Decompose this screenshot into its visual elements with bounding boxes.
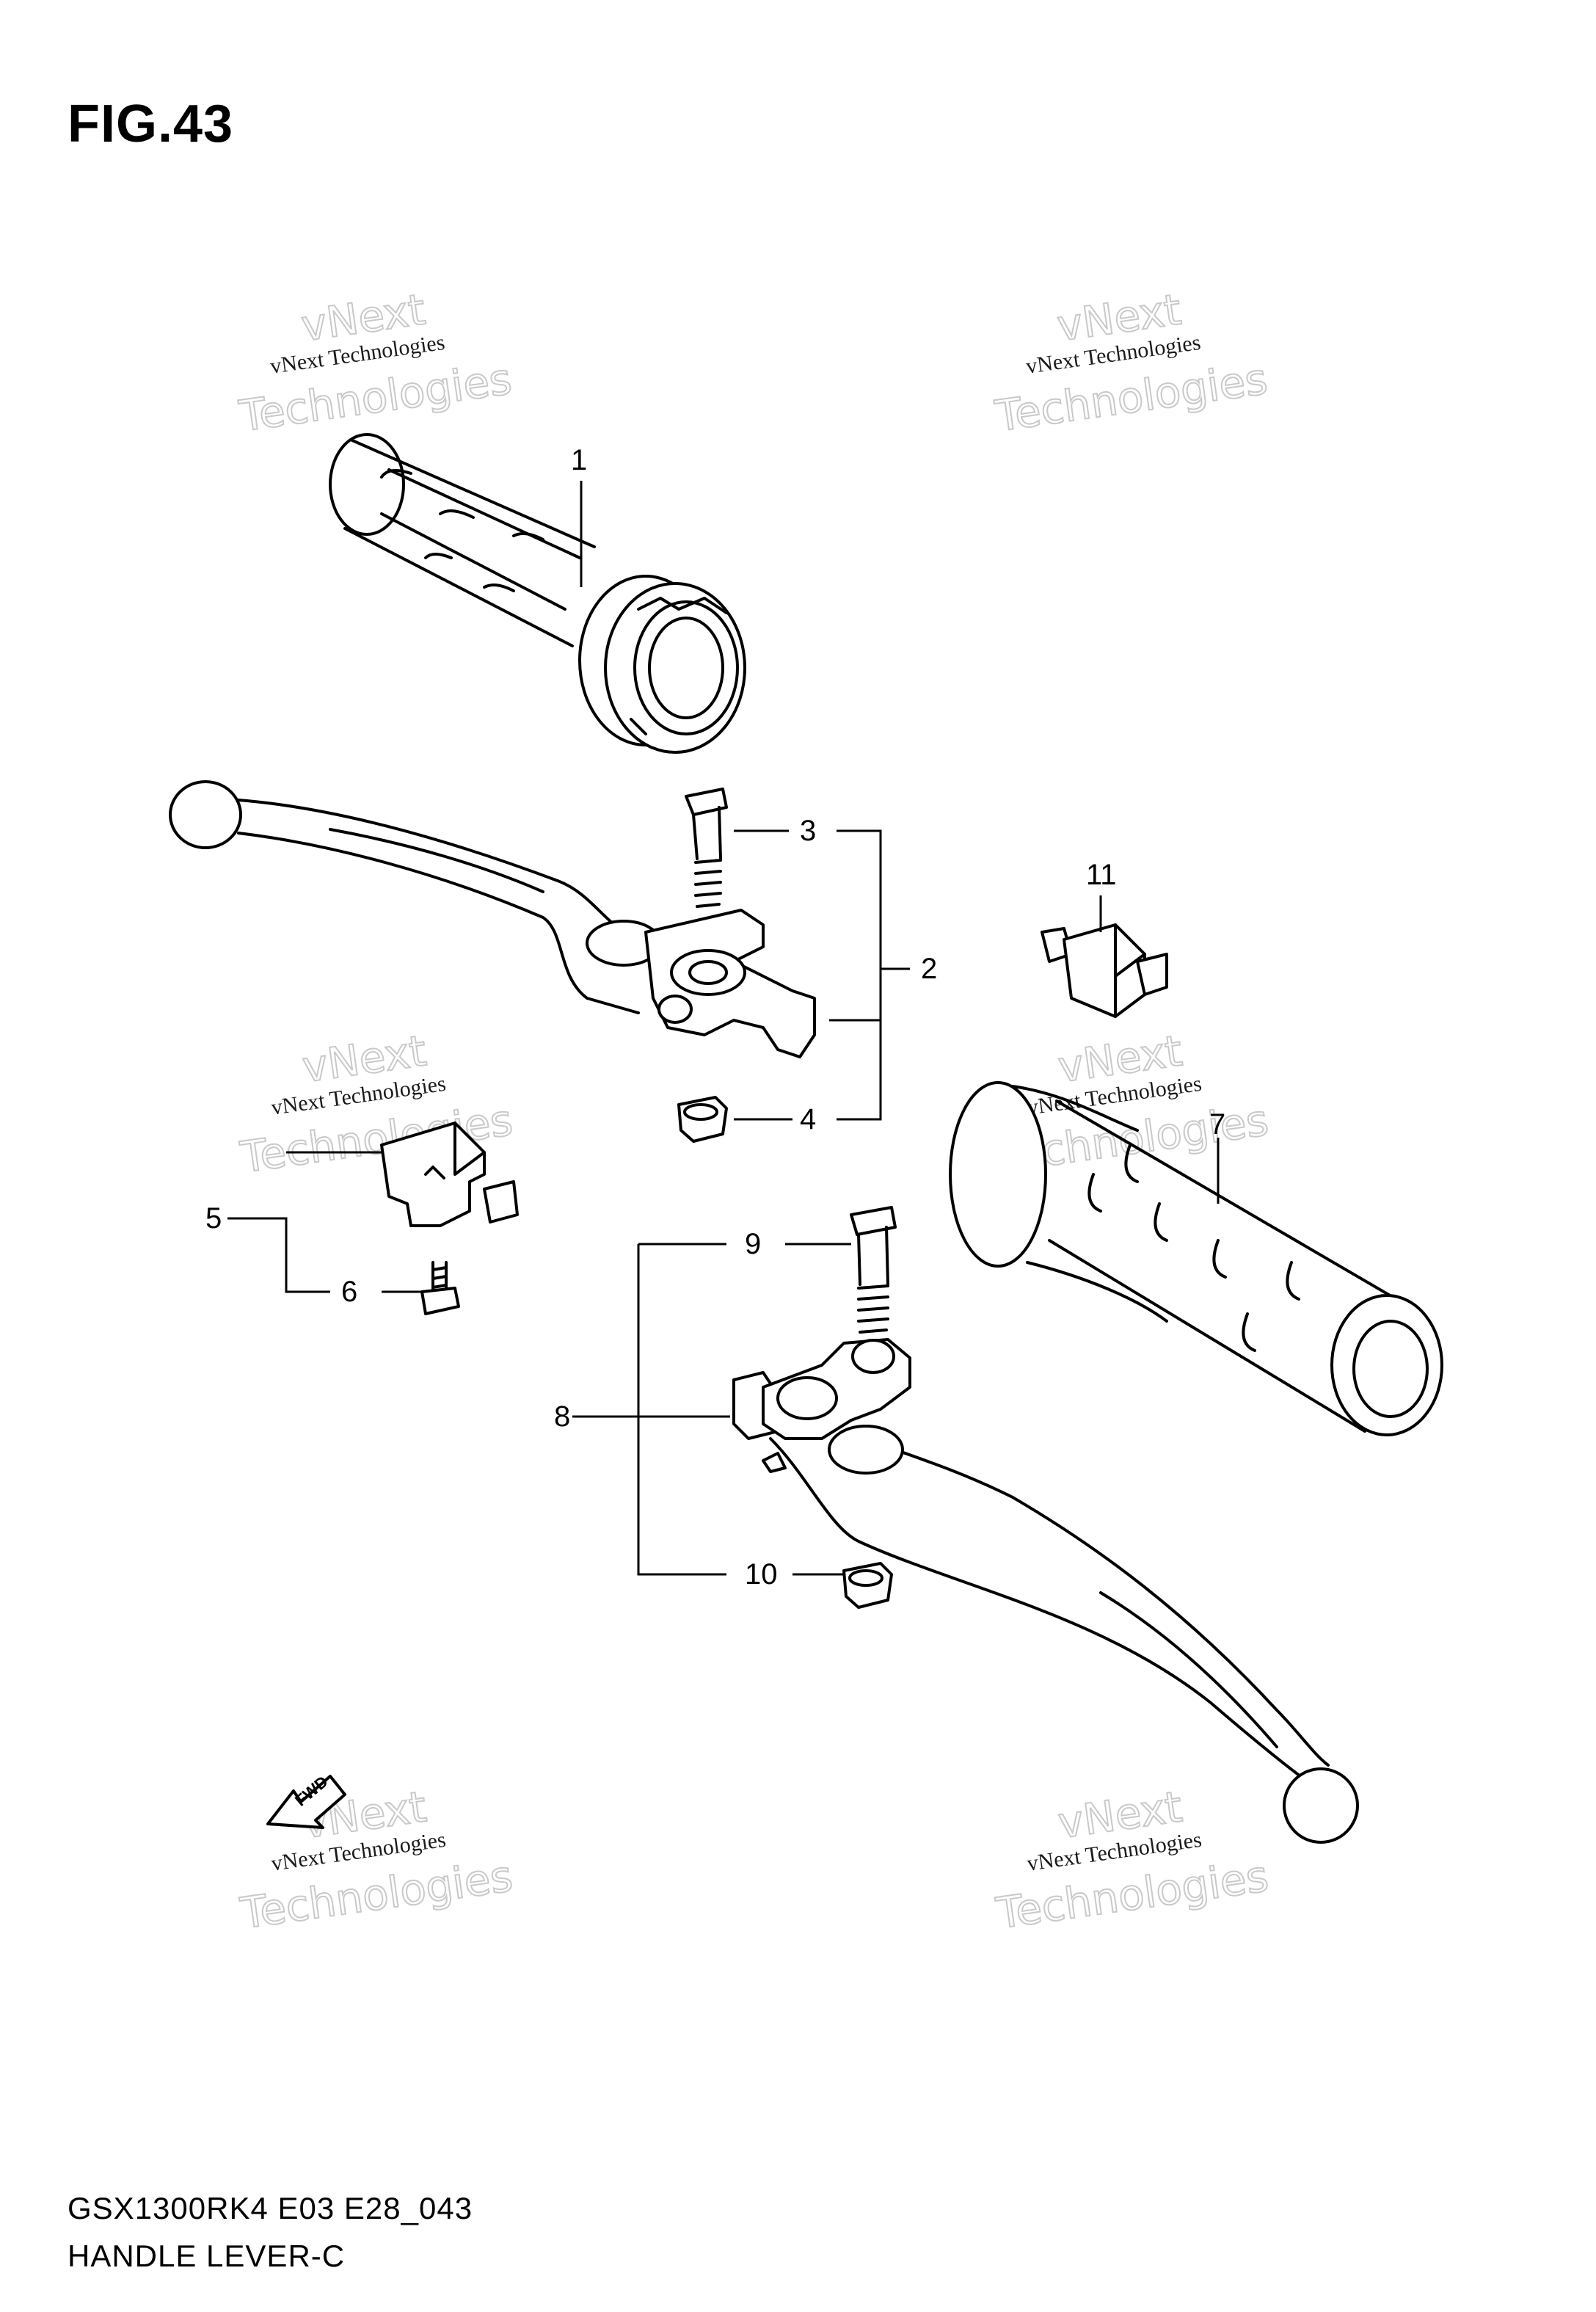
part-1-left-grip <box>329 433 746 754</box>
callout-8: 8 <box>554 1400 570 1433</box>
part-3-pivot-bolt <box>685 788 728 908</box>
fwd-arrow-icon: FWD <box>266 1772 346 1829</box>
callout-10: 10 <box>745 1558 778 1591</box>
watermark-bottom-left: vNext vNext Technologies Technologies <box>236 1781 516 1939</box>
watermark-top-right: vNext vNext Technologies Technologies <box>991 283 1271 442</box>
part-2-brake-lever <box>169 780 816 1058</box>
model-code: GSX1300RK4 E03 E28_043 <box>68 2191 473 2225</box>
callout-5: 5 <box>205 1202 222 1235</box>
callout-3: 3 <box>800 815 816 847</box>
part-6-screw <box>420 1261 460 1315</box>
callout-2: 2 <box>921 953 937 985</box>
figure-name: HANDLE LEVER-C <box>68 2239 346 2273</box>
callout-6: 6 <box>341 1276 357 1308</box>
callout-1: 1 <box>571 444 587 476</box>
watermark-bottom-right: vNext vNext Technologies Technologies <box>992 1781 1272 1939</box>
part-5-clutch-switch <box>380 1122 519 1227</box>
callout-7: 7 <box>1209 1108 1225 1141</box>
watermark-top-left: vNext vNext Technologies Technologies <box>236 283 515 442</box>
callout-9: 9 <box>745 1228 761 1260</box>
part-7-right-grip <box>949 1081 1443 1436</box>
leader-lines <box>227 481 1220 1576</box>
part-4-nut <box>677 1096 728 1143</box>
part-9-pivot-bolt <box>850 1206 897 1334</box>
part-10-nut <box>842 1562 893 1609</box>
callout-11: 11 <box>1086 859 1117 891</box>
figure-title: FIG.43 <box>68 95 234 153</box>
part-11-brake-switch <box>1041 923 1168 1018</box>
callout-4: 4 <box>800 1103 816 1135</box>
part-8-clutch-lever <box>732 1338 1359 1844</box>
